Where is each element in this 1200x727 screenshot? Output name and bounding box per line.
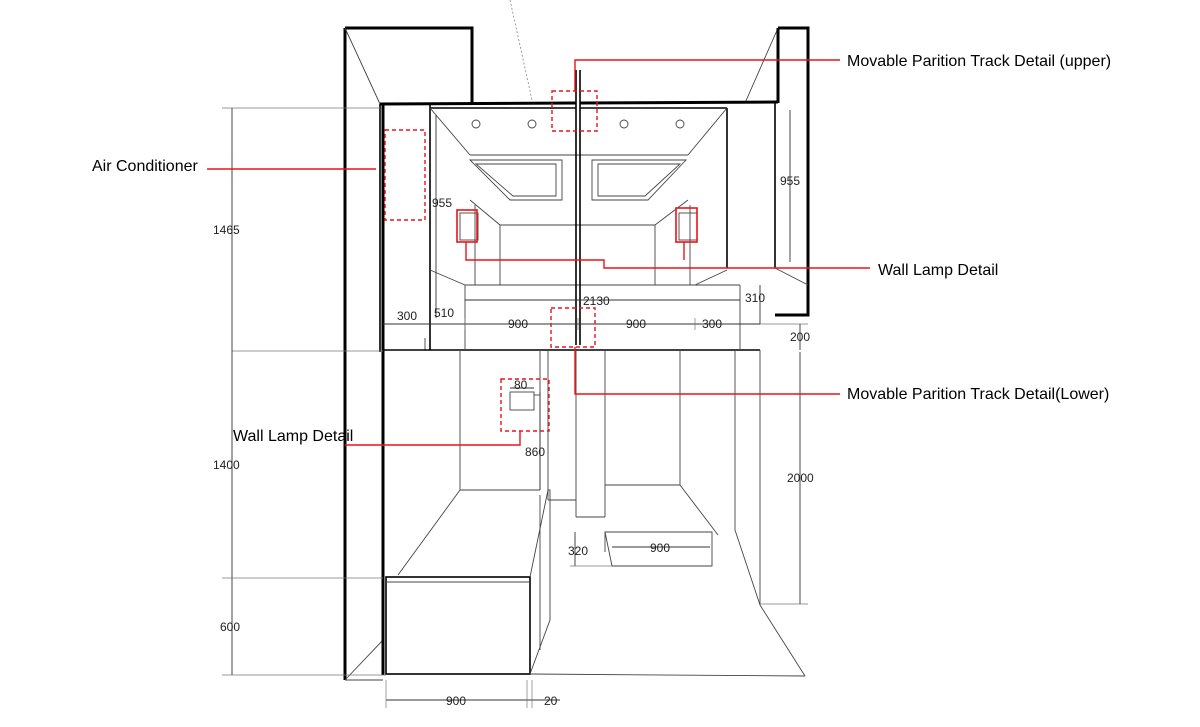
dimension-labels: 1465 1400 600 955 955 2130 300 510 900 9… bbox=[213, 174, 814, 708]
dim-900-bench: 900 bbox=[650, 541, 670, 555]
dim-900-b: 900 bbox=[626, 317, 646, 331]
room-structure bbox=[232, 0, 810, 681]
label-track-upper: Movable Parition Track Detail (upper) bbox=[847, 53, 1111, 70]
dim-200: 200 bbox=[790, 330, 810, 344]
dim-955-inner: 955 bbox=[432, 196, 452, 210]
label-wall-lamp-left: Wall Lamp Detail bbox=[233, 428, 353, 445]
dimension-lines bbox=[222, 107, 808, 708]
dim-900-a: 900 bbox=[508, 317, 528, 331]
dim-300-left: 300 bbox=[397, 309, 417, 323]
dim-1465: 1465 bbox=[213, 223, 240, 237]
track-upper-box bbox=[551, 90, 598, 132]
dim-310: 310 bbox=[745, 291, 765, 305]
wall-lamp-box-left bbox=[500, 378, 550, 432]
dim-20: 20 bbox=[544, 694, 558, 708]
track-lower-box bbox=[550, 307, 596, 348]
callout-labels: Movable Parition Track Detail (upper) Ai… bbox=[92, 53, 1111, 445]
label-track-lower: Movable Parition Track Detail(Lower) bbox=[847, 386, 1109, 403]
air-conditioner-box bbox=[384, 129, 426, 221]
wall-lamp-box-center-left bbox=[456, 209, 478, 243]
dim-80: 80 bbox=[514, 378, 528, 392]
dim-2130: 2130 bbox=[583, 294, 610, 308]
wall-lamp-box-center-right bbox=[675, 207, 698, 243]
dim-320: 320 bbox=[568, 544, 588, 558]
label-air-conditioner: Air Conditioner bbox=[92, 158, 199, 175]
dim-2000: 2000 bbox=[787, 471, 814, 485]
dim-860: 860 bbox=[525, 445, 545, 459]
dim-1400: 1400 bbox=[213, 458, 240, 472]
dim-300-right: 300 bbox=[702, 317, 722, 331]
callout-marks bbox=[207, 59, 870, 446]
dim-510: 510 bbox=[434, 306, 454, 320]
dim-600: 600 bbox=[220, 620, 240, 634]
label-wall-lamp-right: Wall Lamp Detail bbox=[878, 262, 998, 279]
dim-900-bottom: 900 bbox=[446, 694, 466, 708]
dim-955-right: 955 bbox=[780, 174, 800, 188]
